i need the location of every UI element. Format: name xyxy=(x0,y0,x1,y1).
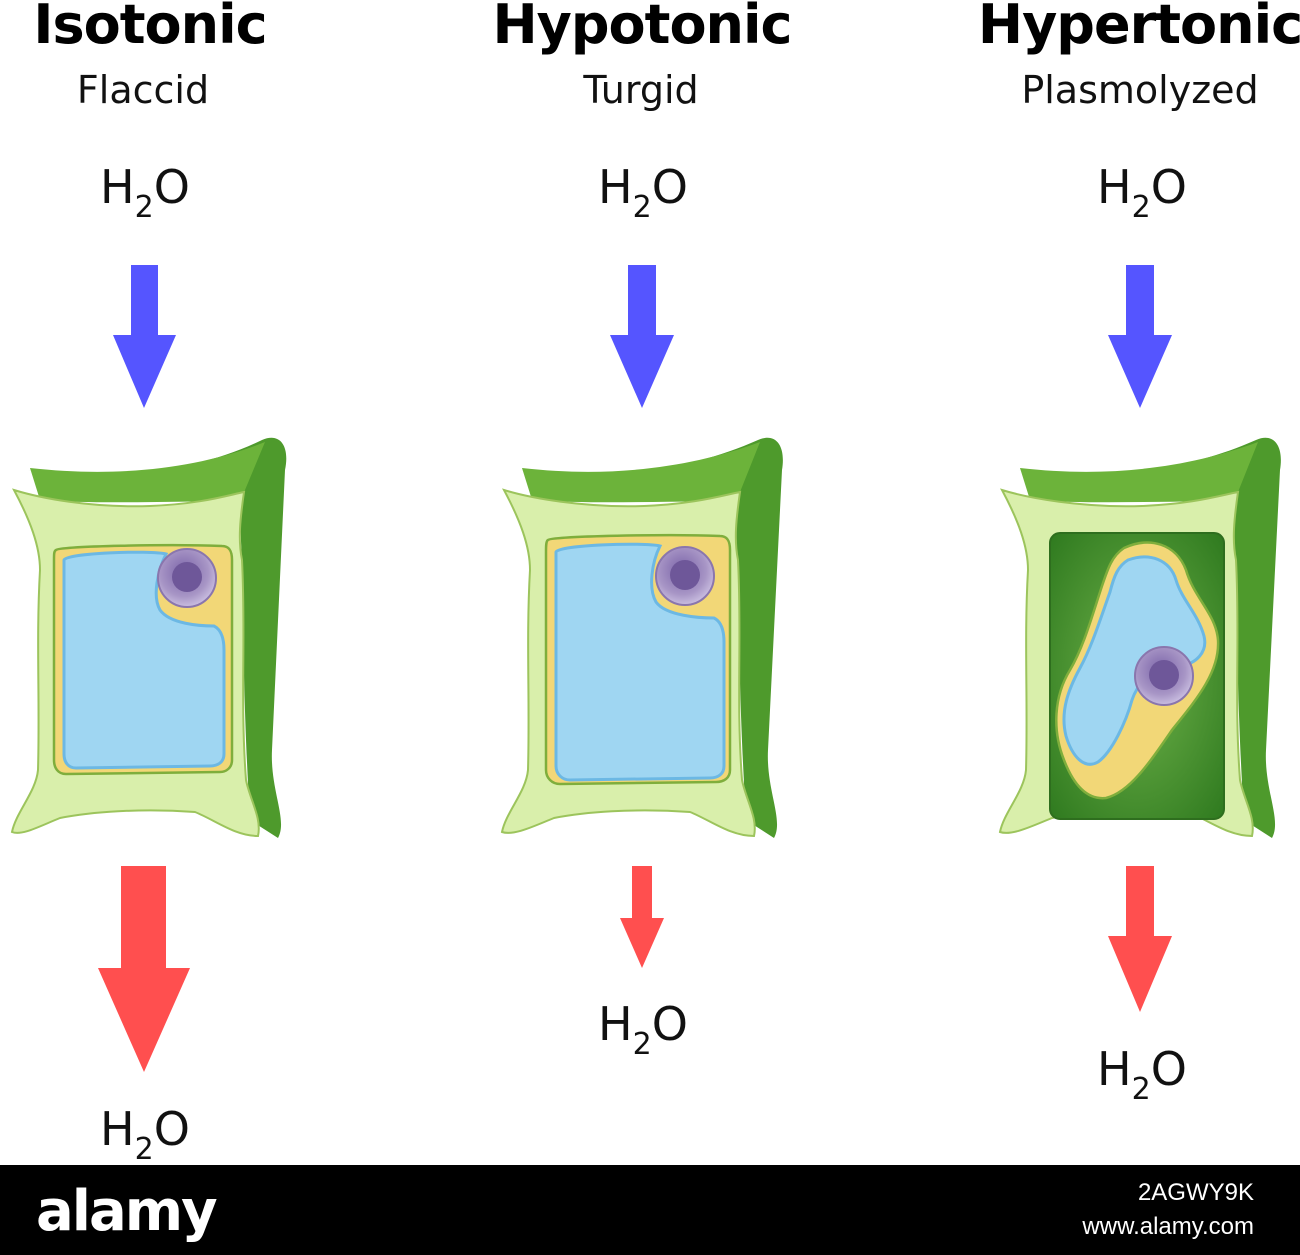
water-out-arrow xyxy=(620,866,664,968)
water-out-label: H2O xyxy=(1097,1042,1187,1107)
panel-subtitle: Turgid xyxy=(582,68,698,112)
image-id: 2AGWY9K xyxy=(1137,1179,1254,1206)
water-out-label: H2O xyxy=(598,997,688,1062)
water-in-arrow xyxy=(1108,265,1172,408)
stock-footer: alamy 2AGWY9K www.alamy.com xyxy=(0,1165,1300,1255)
panel-isotonic: Isotonic Flaccid H2O H2O xyxy=(10,0,287,1165)
water-out-label: H2O xyxy=(100,1102,190,1165)
water-in-arrow xyxy=(113,265,176,408)
panel-title: Hypertonic xyxy=(978,0,1300,56)
site-url: www.alamy.com xyxy=(1082,1213,1254,1240)
alamy-logo: alamy xyxy=(36,1179,218,1244)
panel-subtitle: Plasmolyzed xyxy=(1021,68,1258,112)
panel-hypotonic: Hypotonic Turgid H2O H2O xyxy=(492,0,792,1062)
water-in-label: H2O xyxy=(1097,160,1187,225)
water-in-arrow xyxy=(610,265,674,408)
plant-cell-flaccid xyxy=(10,437,287,838)
osmosis-diagram: Isotonic Flaccid H2O H2O Hypotonic Turgi… xyxy=(10,0,1300,1165)
panel-hypertonic: Hypertonic Plasmolyzed H2O H2O xyxy=(978,0,1300,1107)
plant-cell-turgid xyxy=(500,437,783,838)
panel-subtitle: Flaccid xyxy=(77,68,209,112)
water-in-label: H2O xyxy=(100,160,190,225)
water-out-arrow xyxy=(1108,866,1172,1012)
plant-cell-plasmolyzed xyxy=(998,437,1281,838)
panel-title: Hypotonic xyxy=(492,0,791,56)
panel-title: Isotonic xyxy=(33,0,266,56)
water-in-label: H2O xyxy=(598,160,688,225)
water-out-arrow xyxy=(98,866,190,1072)
